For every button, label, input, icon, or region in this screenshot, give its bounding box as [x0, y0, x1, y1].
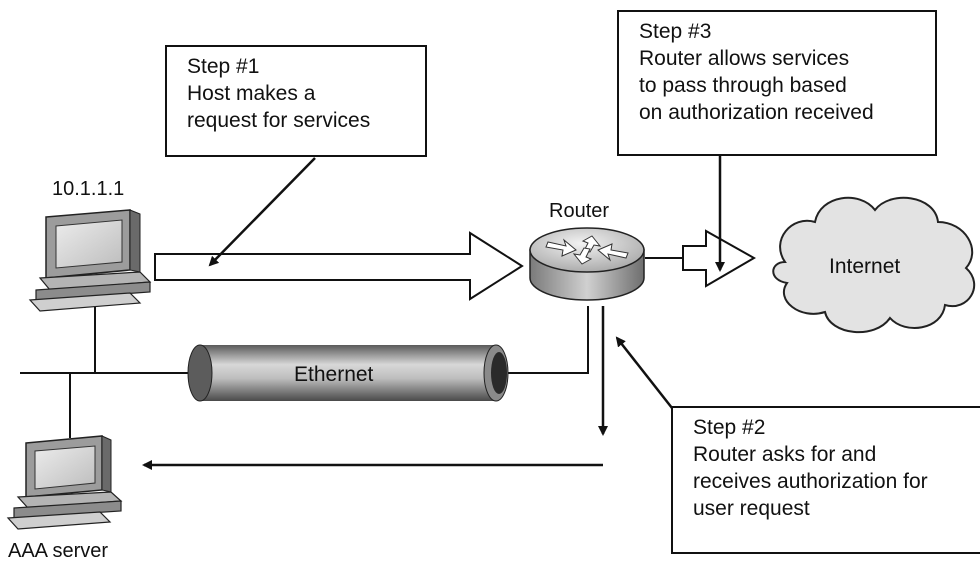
step-1-callout: Step #1 Host makes a request for service… [165, 45, 427, 157]
step-1-line-2: request for services [187, 109, 371, 132]
router-label: Router [549, 200, 610, 222]
aaa-server-label: AAA server [8, 540, 109, 562]
step-2-title: Step #2 [693, 416, 766, 439]
step-3-title: Step #3 [639, 20, 712, 43]
ethernet-label: Ethernet [294, 363, 374, 386]
host-ip-label: 10.1.1.1 [52, 178, 125, 200]
step-3-line-2: to pass through based [639, 74, 847, 97]
host-computer-icon [28, 209, 152, 312]
step-2-line-2: receives authorization for [693, 470, 928, 493]
callout-pointers [208, 155, 725, 409]
allowed-traffic-arrow [682, 229, 757, 288]
aaa-server-computer-icon [6, 435, 123, 530]
ethernet-pipe [187, 344, 509, 402]
authorization-path [142, 306, 608, 470]
request-arrow [154, 231, 524, 301]
step-3-callout: Step #3 Router allows services to pass t… [617, 10, 937, 156]
step-3-line-3: on authorization received [639, 101, 874, 124]
step-2-line-3: user request [693, 497, 810, 520]
step-2-line-1: Router asks for and [693, 443, 877, 466]
router-icon [529, 227, 645, 301]
step-3-line-1: Router allows services [639, 47, 850, 70]
step-1-title: Step #1 [187, 55, 260, 78]
step-2-callout: Step #2 Router asks for and receives aut… [671, 406, 980, 554]
internet-label: Internet [829, 255, 901, 278]
lan-wiring [20, 257, 683, 438]
step-1-line-1: Host makes a [187, 82, 316, 105]
internet-cloud-icon [772, 196, 976, 334]
